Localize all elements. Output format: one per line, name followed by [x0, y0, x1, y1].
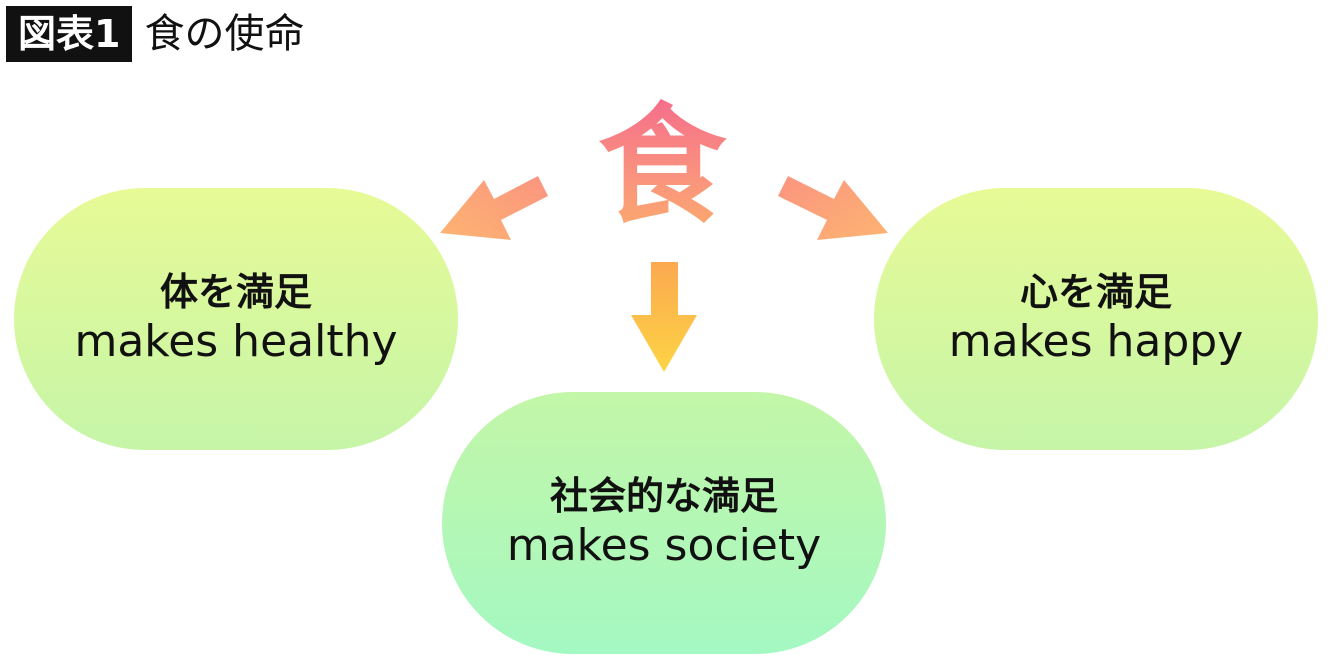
node-body-en: makes healthy	[74, 316, 398, 368]
node-body-satisfaction: 体を満足 makes healthy	[14, 188, 458, 450]
node-body-jp: 体を満足	[159, 269, 312, 314]
node-heart-satisfaction: 心を満足 makes happy	[874, 188, 1318, 450]
node-heart-en: makes happy	[948, 316, 1244, 368]
node-society-jp: 社会的な満足	[549, 473, 778, 518]
node-society-satisfaction: 社会的な満足 makes society	[442, 392, 886, 654]
figure-title: 食の使命	[144, 11, 305, 57]
node-heart-jp: 心を満足	[1019, 269, 1172, 314]
food-character: 食	[592, 92, 732, 242]
arrow-to-heart	[778, 176, 888, 240]
figure-header: 図表1 食の使命	[6, 6, 304, 62]
node-society-en: makes society	[506, 520, 822, 572]
arrow-to-society	[631, 262, 697, 372]
arrow-to-body	[440, 176, 548, 240]
figure-number-badge: 図表1	[6, 6, 133, 62]
